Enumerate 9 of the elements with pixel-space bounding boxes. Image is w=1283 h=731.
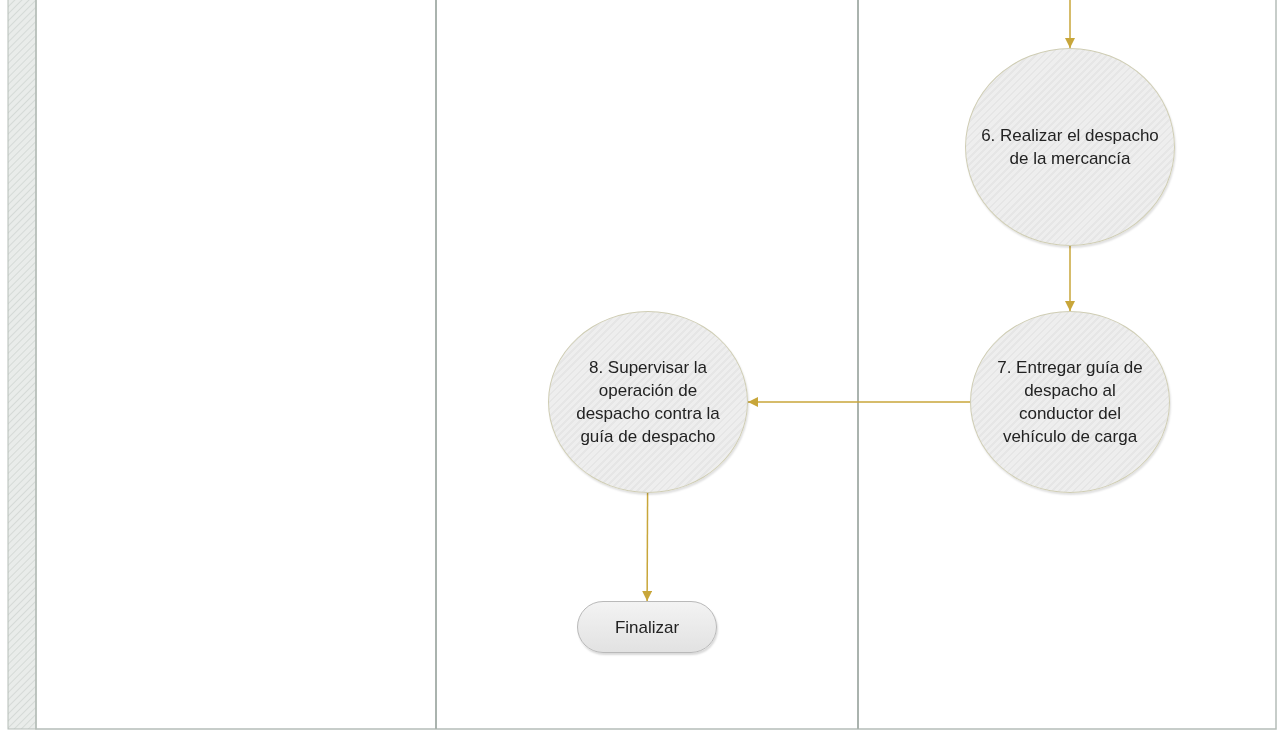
process-label: 8. Supervisar la operación de despacho contra la guía de despacho <box>575 357 721 448</box>
arrow <box>747 397 971 407</box>
arrow <box>1065 245 1075 312</box>
arrow <box>642 492 653 602</box>
end-terminator <box>577 601 717 653</box>
terminator-label: Finalizar <box>613 616 681 639</box>
process-label: 7. Entregar guía de despacho al conductor del vehículo de carga <box>996 357 1144 448</box>
arrow <box>1065 0 1075 49</box>
process-label: 6. Realizar el despacho de la mercancía <box>980 125 1160 170</box>
